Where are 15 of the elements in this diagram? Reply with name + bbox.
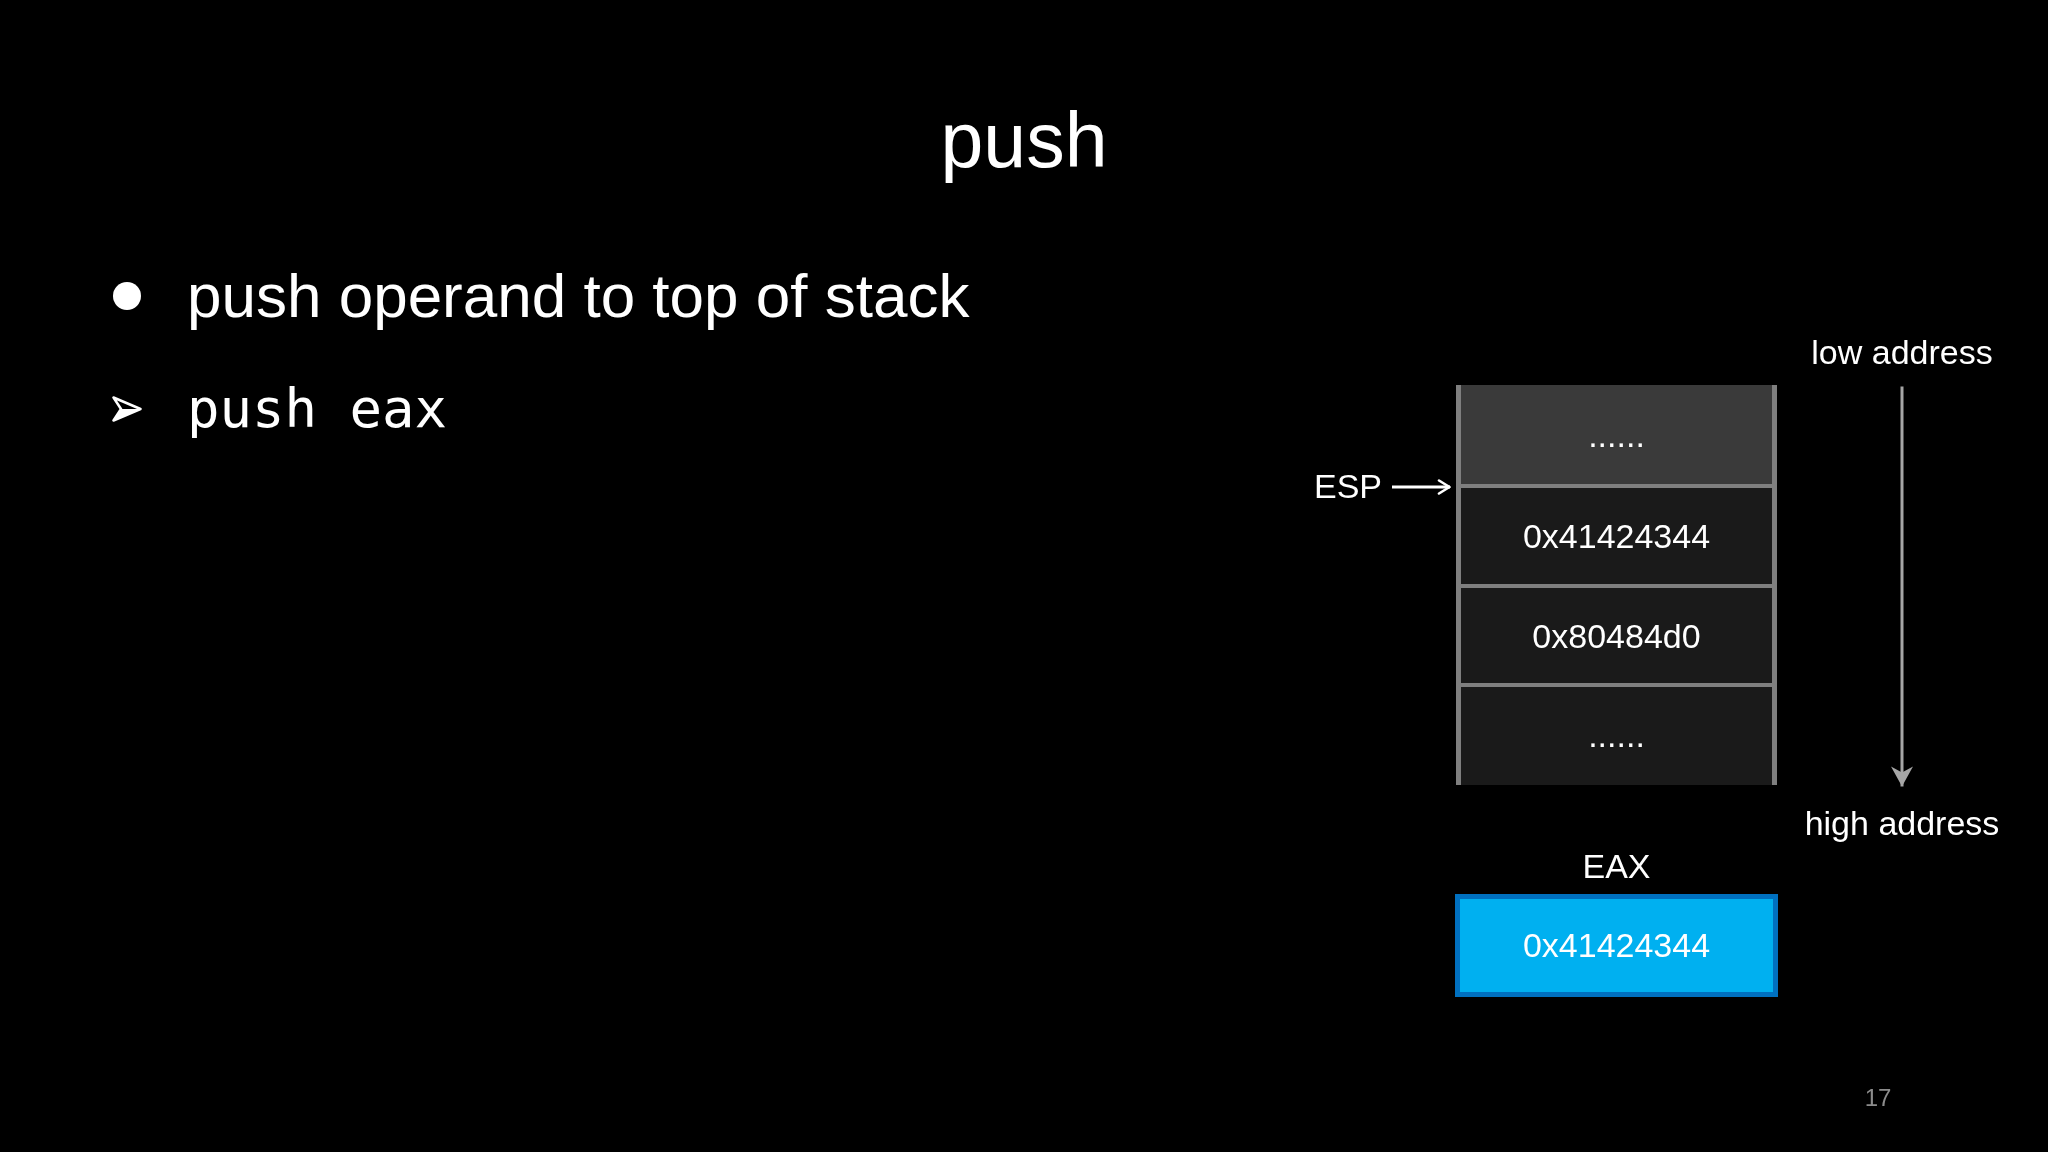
register-value-box: 0x41424344 xyxy=(1455,894,1778,997)
arrow xyxy=(1891,386,1913,787)
stack-cell: ...... xyxy=(1456,683,1777,785)
code-text: push eax xyxy=(187,377,448,441)
register-label: ESP xyxy=(1313,467,1382,507)
register-name: EAX xyxy=(1582,846,1651,887)
stack-cell: 0x80484d0 xyxy=(1456,584,1777,685)
address-label: low address xyxy=(1811,333,1993,373)
bullet-text: push operand to top of stack xyxy=(187,260,970,332)
arrow xyxy=(1392,479,1451,495)
stack-cell: 0x41424344 xyxy=(1456,484,1777,586)
stack-cell: ...... xyxy=(1456,385,1777,486)
page-number: 17 xyxy=(1864,1084,1892,1112)
address-label: high address xyxy=(1804,804,2000,844)
slide-title: push xyxy=(940,95,1108,185)
